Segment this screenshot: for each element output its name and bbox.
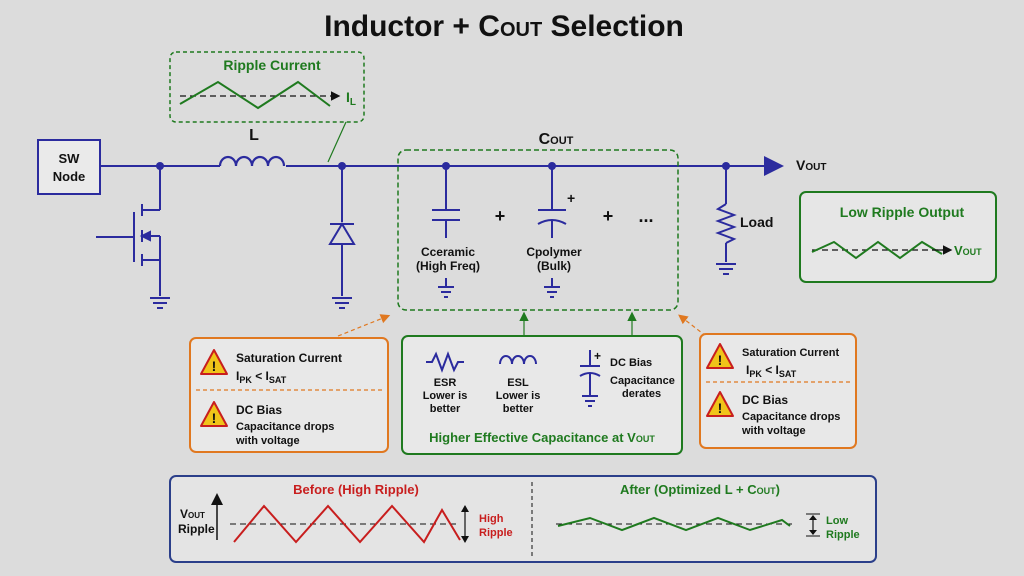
warning-icon: ! — [706, 343, 734, 369]
right-saturation-title: Saturation Current — [742, 347, 840, 359]
low-ripple-label-2: Ripple — [826, 529, 860, 541]
parallel-plus-2: + — [603, 206, 614, 226]
svg-text:!: ! — [718, 400, 723, 416]
page-title: Inductor + COUT Selection — [324, 10, 684, 43]
left-saturation-title: Saturation Current — [236, 351, 342, 365]
after-title: After (Optimized L + COUT) — [620, 482, 780, 497]
ripple-current-callout: Ripple Current IL — [169, 51, 365, 163]
ceramic-capacitor-symbol — [432, 166, 460, 298]
esr-resistor-icon — [426, 351, 464, 373]
esr-title: ESR — [434, 377, 457, 389]
before-title: Before (High Ripple) — [293, 482, 419, 497]
ceramic-cap-note: (High Freq) — [416, 259, 480, 273]
esl-inductor-icon — [499, 355, 537, 365]
warning-icon: ! — [706, 391, 734, 417]
dcbias-line2: derates — [622, 388, 661, 400]
right-warning-panel: ! Saturation Current IPK < ISAT ! DC Bia… — [699, 333, 857, 449]
dcbias-polarity-mark: + — [594, 349, 601, 363]
load-label: Load — [740, 214, 773, 230]
esr-line2: better — [430, 403, 461, 415]
axis-label-ripple: Ripple — [178, 522, 215, 536]
effective-capacitance-footer: Higher Effective Capacitance at VOUT — [429, 430, 655, 445]
dcbias-capacitor-icon — [579, 350, 601, 407]
esr-line1: Lower is — [423, 390, 468, 402]
polymer-cap-note: (Bulk) — [537, 259, 571, 273]
right-saturation-formula: IPK < ISAT — [746, 363, 797, 379]
ripple-current-signal-label: IL — [346, 89, 356, 108]
parallel-ellipsis: ... — [638, 206, 653, 226]
svg-text:!: ! — [718, 352, 723, 368]
polymer-capacitor-symbol — [537, 166, 567, 298]
svg-text:!: ! — [212, 358, 217, 374]
left-dcbias-title: DC Bias — [236, 403, 282, 417]
axis-label-vout: VOUT — [180, 507, 205, 521]
sw-node-block: SW Node — [37, 139, 101, 195]
ground-symbol — [150, 297, 170, 309]
high-ripple-label-2: Ripple — [479, 527, 513, 539]
vout-node-label: VOUT — [796, 157, 826, 173]
warning-icon: ! — [200, 349, 228, 375]
esl-line2: better — [503, 403, 534, 415]
ripple-comparison-panel: VOUT Ripple Before (High Ripple) High Ri… — [169, 475, 877, 563]
freewheel-diode-symbol — [328, 166, 356, 309]
right-dcbias-title: DC Bias — [742, 393, 788, 407]
mosfet-switch-symbol — [96, 166, 161, 296]
polymer-polarity-mark: + — [567, 190, 575, 206]
left-dcbias-line2: with voltage — [235, 435, 300, 447]
before-high-ripple-wave — [233, 504, 461, 544]
parallel-plus-1: + — [495, 206, 506, 226]
svg-text:!: ! — [212, 410, 217, 426]
ceramic-cap-label: Cceramic — [421, 245, 475, 259]
sw-node-label-line2: Node — [53, 169, 86, 184]
high-ripple-label-1: High — [479, 513, 504, 525]
right-dcbias-line2: with voltage — [741, 425, 806, 437]
low-ripple-output-title: Low Ripple Output — [840, 204, 965, 220]
after-low-ripple-wave — [557, 516, 791, 532]
ripple-current-wave — [179, 80, 331, 110]
left-dcbias-line1: Capacitance drops — [236, 421, 334, 433]
inductor-symbol: L — [218, 127, 286, 167]
left-warning-panel: ! Saturation Current IPK < ISAT ! DC Bia… — [189, 337, 389, 453]
inductor-label: L — [249, 127, 259, 144]
effective-capacitance-panel: ESR Lower is better ESL Lower is better … — [401, 335, 683, 455]
warning-icon: ! — [200, 401, 228, 427]
sw-node-label-line1: SW — [59, 151, 81, 166]
low-ripple-output-panel: Low Ripple Output VOUT — [799, 191, 997, 283]
ripple-current-title: Ripple Current — [223, 57, 321, 73]
esl-line1: Lower is — [496, 390, 541, 402]
esl-title: ESL — [507, 377, 529, 389]
low-ripple-output-wave — [811, 240, 943, 260]
load-resistor-symbol — [715, 166, 737, 275]
cout-bank-box — [397, 149, 679, 311]
dcbias-title: DC Bias — [610, 357, 652, 369]
low-ripple-output-signal: VOUT — [954, 243, 982, 258]
dcbias-line1: Capacitance — [610, 375, 675, 387]
cout-label: COUT — [539, 131, 574, 148]
polymer-cap-label: Cpolymer — [526, 245, 582, 259]
right-dcbias-line1: Capacitance drops — [742, 411, 840, 423]
left-saturation-formula: IPK < ISAT — [236, 369, 287, 385]
low-ripple-label-1: Low — [826, 515, 848, 527]
